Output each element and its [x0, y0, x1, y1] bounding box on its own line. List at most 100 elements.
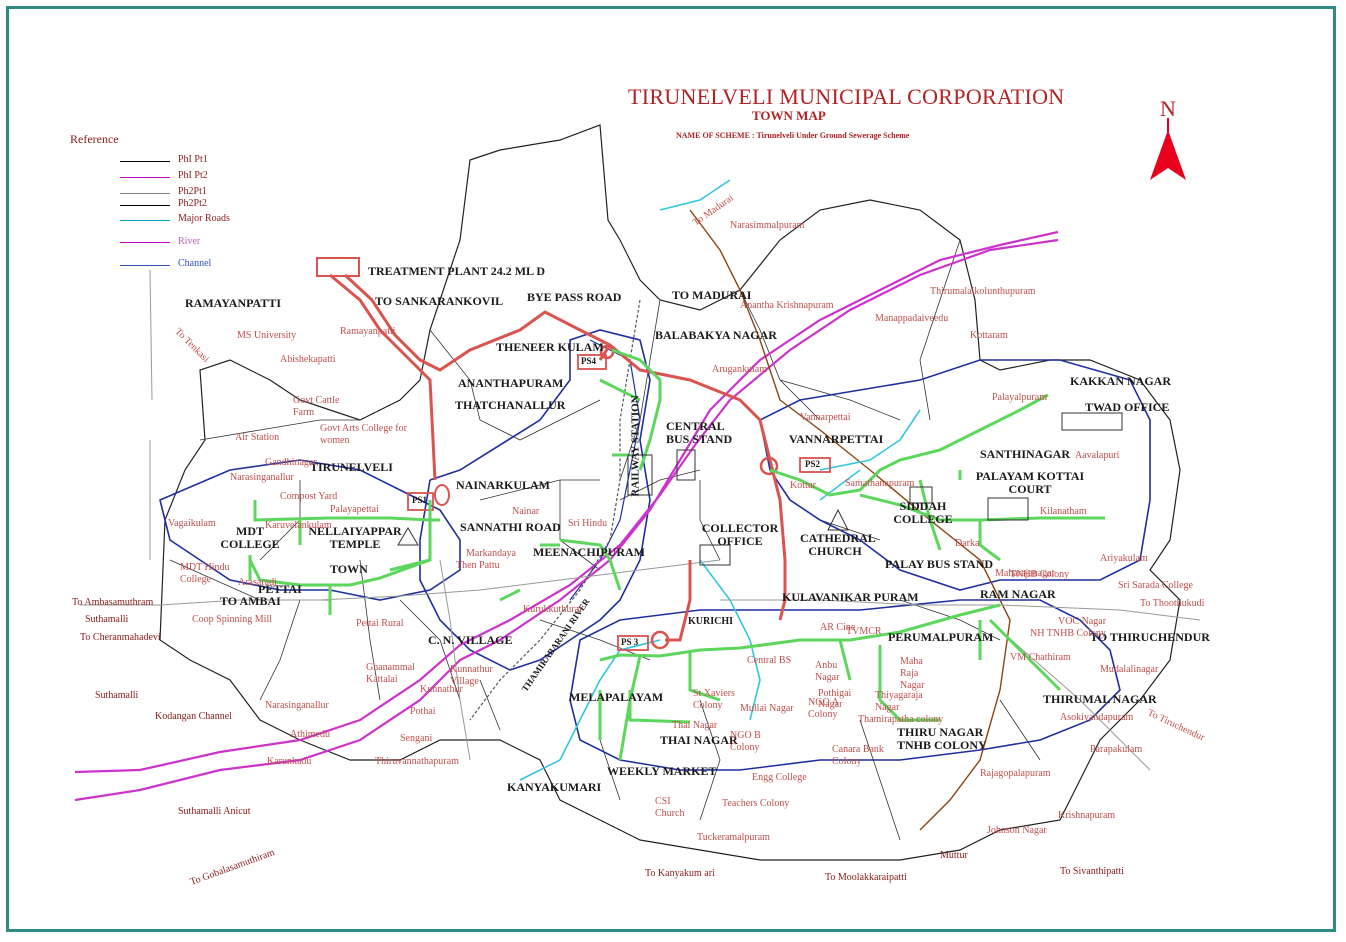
label-kilanatham: Kilanatham	[1040, 506, 1087, 517]
label-kodangan-channel: Kodangan Channel	[155, 711, 232, 722]
legend-swatch-phi-pt1	[120, 161, 170, 162]
label-balabakya-nagar: BALABAKYA NAGAR	[655, 328, 777, 342]
legend-label-channel: Channel	[178, 258, 212, 269]
legend-swatch-river	[120, 242, 170, 243]
label-kakkan-nagar: KAKKAN NAGAR	[1070, 374, 1171, 388]
label-pettai: PETTAI	[258, 582, 302, 596]
label-melapalayam: MELAPALAYAM	[569, 690, 664, 704]
label-thirumalaikolunthupuram: Thirumalaikolunthupuram	[930, 286, 1036, 297]
label-govt-cattle-farm: Govt Cattle Farm	[293, 395, 340, 418]
treatment-plant-box	[316, 257, 360, 277]
label-teachers-colony: Teachers Colony	[722, 798, 790, 809]
label-to-ambasamuthram: To Ambasamuthram	[72, 597, 154, 608]
label-town: TOWN	[330, 562, 368, 576]
label-anbu-nagar: Anbu Nagar	[815, 660, 840, 683]
label-arasaradi: Arasaradi	[238, 577, 277, 588]
label-meenachipuram: MEENACHIPURAM	[533, 545, 645, 559]
label-thatchanallur: THATCHANALLUR	[455, 398, 566, 412]
label-to-ambai: TO AMBAI	[220, 594, 281, 608]
label-st-xaviers-colony: St Xaviers Colony	[693, 688, 735, 711]
central-bus-stand-box	[676, 449, 696, 481]
label-vannarpettai: VANNARPETTAI	[789, 432, 884, 446]
label-to-sivanthipatti: To Sivanthipatti	[1060, 866, 1125, 877]
legend-title: Reference	[70, 132, 119, 146]
label-palayalpuram: Palayalpuram	[992, 392, 1047, 403]
label-karunkadu: Karunkadu	[267, 756, 312, 767]
ps4-box	[577, 354, 607, 370]
label-tirunelveli: TIRUNELVELI	[310, 460, 393, 474]
twad-office-box	[1061, 412, 1123, 431]
legend-swatch-major-roads	[120, 220, 170, 221]
ps2-box	[799, 457, 831, 473]
label-gnanamial-kattalai: Gnanammal Kattalai	[366, 662, 415, 685]
zone-boundary-north	[419, 329, 651, 671]
church-marker	[827, 508, 849, 531]
label-to-madurai: TO MADURAI	[672, 288, 752, 302]
label-csi-church: CSI Church	[655, 796, 685, 819]
legend-label-phi-pt1: PhI Pt1	[178, 154, 208, 165]
legend-label-ph2-pt2: Ph2Pt2	[178, 198, 207, 209]
label-athimedu: Athimedu	[290, 729, 330, 740]
label-manappadaiveedu: Manappadaiveedu	[875, 313, 949, 324]
label-siddah-college: SIDDAH COLLEGE	[893, 499, 953, 526]
label-engg-college: Engg College	[752, 772, 807, 783]
label-aavalapuri: Aavalapuri	[1075, 450, 1120, 461]
label-ps4: PS4	[581, 356, 597, 366]
ps2-marker	[759, 456, 779, 476]
label-maha-raja-nagar: Maha Raja Nagar	[900, 656, 925, 691]
label-weekly-market: WEEKLY MARKET	[607, 764, 717, 778]
label-maharajanagar: Maharajanagar	[995, 568, 1055, 579]
label-samathanapuram: Samathanapuram	[845, 478, 915, 489]
label-central-bus-stand: CENTRAL BUS STAND	[666, 419, 733, 446]
label-thai-nagar-small: Thai Nagar	[672, 720, 718, 731]
label-to-moolakkaraipatti: To Moolakkaraipatti	[825, 872, 907, 883]
north-arrow-icon	[1150, 130, 1186, 180]
label-pothai: Pothai	[410, 706, 436, 717]
label-railway-station: RAILWAY STATION	[629, 395, 642, 497]
station-box	[627, 454, 653, 496]
label-pettai-rural: Pettai Rural	[356, 618, 404, 629]
label-thiruvannatha-puram: Thiruvannathapuram	[375, 756, 459, 767]
label-mdt-college: MDT COLLEGE	[220, 524, 280, 551]
label-suthamalli-2: Suthamalli	[95, 690, 139, 701]
label-govt-arts-college: Govt Arts College for women	[320, 423, 407, 446]
label-mullai-nagar: Mullai Nagar	[740, 703, 794, 714]
label-thiru-nagar-tnhb: THIRU NAGAR TNHB COLONY	[897, 725, 987, 752]
label-ariyakulam: Ariyakulam	[1100, 553, 1148, 564]
ps3-box	[617, 635, 649, 651]
legend-swatch-phi-pt2	[120, 177, 170, 178]
label-to-sankarankovil: TO SANKARANKOVIL	[375, 294, 504, 308]
label-coop-spinning-mill: Coop Spinning Mill	[192, 614, 273, 625]
zone-boundary-south	[569, 599, 1121, 771]
label-collector-office: COLLECTOR OFFICE	[701, 521, 779, 548]
legend-label-major-roads: Major Roads	[178, 213, 230, 224]
ps4-marker	[599, 344, 615, 360]
label-ngo-b-colony: NGO B Colony	[730, 730, 761, 753]
label-johnson-nagar: Johnson Nagar	[987, 825, 1047, 836]
label-kurichi: KURICHI	[688, 616, 734, 627]
scheme-name: NAME OF SCHEME : Tirunelveli Under Groun…	[676, 131, 910, 140]
label-kunnathur-village: Kunnathur Village	[450, 664, 493, 687]
label-cathedral-church: CATHEDRAL CHURCH	[800, 531, 876, 558]
label-santhinagar: SANTHINAGAR	[980, 447, 1071, 461]
label-to-thoothukudi: To Thoothukudi	[1140, 598, 1205, 609]
label-nainarkulam: NAINARKULAM	[456, 478, 550, 492]
label-vm-chathiram: VM Chathiram	[1010, 652, 1071, 663]
label-palayam-pettai: Palayapettai	[330, 504, 379, 515]
label-compost-yard: Compost Yard	[280, 491, 338, 502]
label-narasinganallur-2: Narasinganallur	[265, 700, 329, 711]
label-kottur: Kottur	[790, 480, 817, 491]
minor-roads	[80, 269, 1201, 771]
label-palayamkottai-tnhb: TNHB Colony	[1010, 569, 1070, 580]
label-palay-bus-stand: PALAY BUS STAND	[885, 557, 994, 571]
label-nellaiyappar-temple: NELLAIYAPPAR TEMPLE	[308, 524, 402, 551]
rail-line	[689, 209, 1011, 831]
sewer-main	[329, 273, 787, 642]
map-frame	[6, 6, 1336, 932]
label-thamirapatha-colony: Thamirapatha colony	[858, 714, 944, 725]
label-arugankulam: Arugankulam	[712, 364, 767, 375]
label-darka: Darka	[955, 538, 980, 549]
map-subtitle: TOWN MAP	[752, 108, 826, 123]
label-rajagopalapuram: Rajagopalapuram	[980, 768, 1051, 779]
label-narasinganallur: Narasinganallur	[230, 472, 294, 483]
